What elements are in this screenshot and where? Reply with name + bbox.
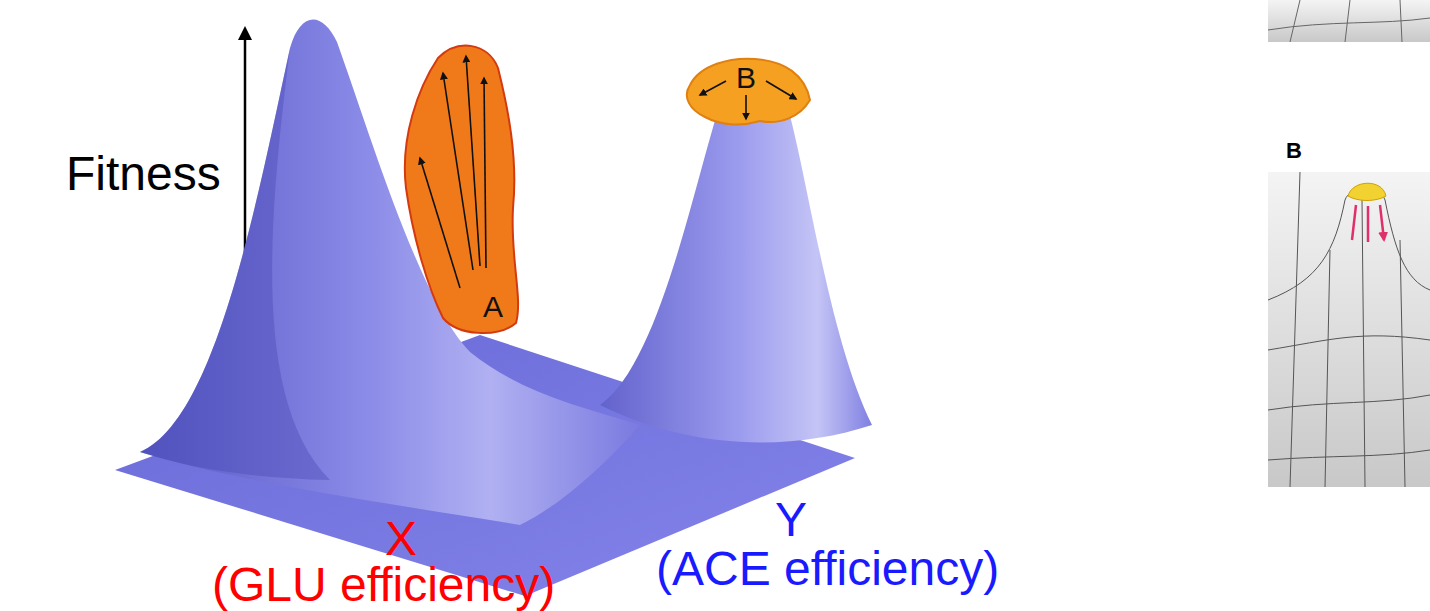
mesh-lines: [1268, 0, 1430, 42]
axis-description: (ACE efficiency): [656, 545, 999, 593]
axis-head: [238, 26, 252, 40]
region-letter: A: [483, 292, 503, 322]
population-region: A: [398, 38, 528, 336]
selection-arrow: [700, 81, 726, 95]
selection-arrow: [484, 78, 486, 268]
major-peak: [140, 19, 640, 525]
axis-variable: Y: [775, 496, 807, 544]
mesh-panel: [1268, 172, 1430, 487]
mesh-lines: [1268, 172, 1430, 487]
axis-variable: X: [385, 515, 417, 563]
axis-title: Fitness: [66, 150, 221, 198]
region-letter: B: [736, 63, 756, 93]
peak-shadow: [140, 48, 330, 480]
panel-letter: B: [1286, 140, 1302, 162]
mesh-fragment: [1268, 0, 1430, 42]
region-outline: [398, 38, 528, 336]
axis-description: (GLU efficiency): [212, 561, 555, 609]
selection-arrow: [420, 158, 460, 288]
minor-peak: [600, 60, 872, 443]
selection-arrow: [766, 81, 796, 99]
selection-arrow: [745, 95, 747, 119]
region-fill: [687, 59, 810, 125]
population-blob: [1348, 183, 1386, 200]
region-fill: [405, 46, 518, 333]
selection-arrow: [466, 56, 480, 266]
population-region: B: [680, 55, 812, 129]
descent-arrows: [1352, 205, 1384, 242]
